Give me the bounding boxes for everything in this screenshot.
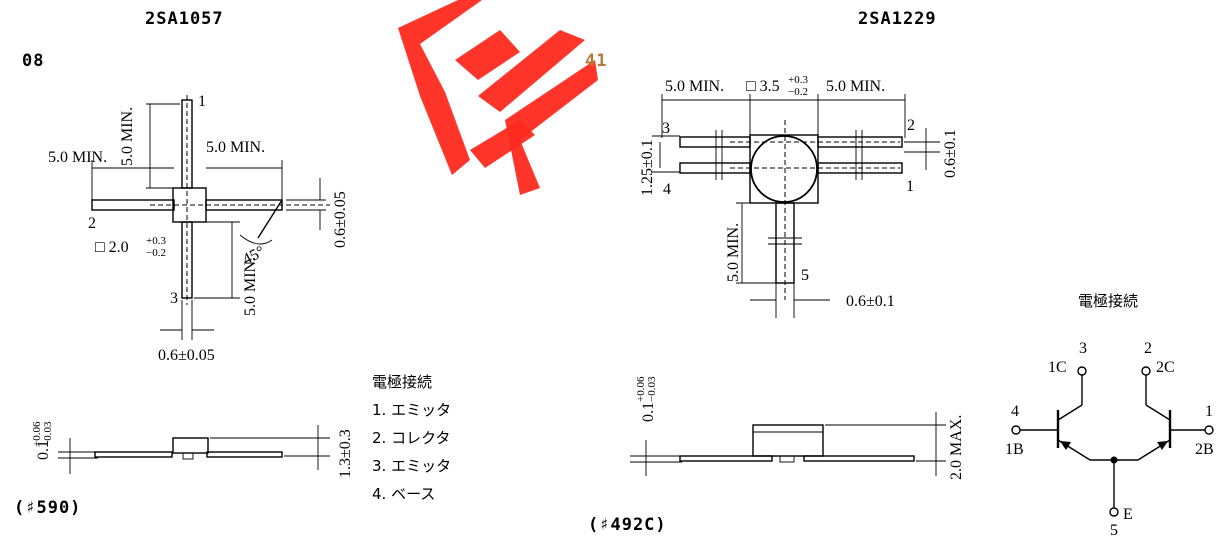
left-package-code: 08 [22,51,44,71]
right-dim-body-tol-minus: −0.2 [788,86,808,98]
right-dim-top-left-lead: 5.0 MIN. [665,78,724,95]
left-package-ref: (♯590) [14,498,81,518]
left-pin-1: 1 [198,93,206,110]
left-connection-4: 4. ベース [372,485,435,503]
pin2-terminal [1141,366,1151,376]
right-dim-top-right-lead: 5.0 MIN. [826,78,885,95]
right-dim-lead-width-bottom: 0.6±0.1 [846,293,895,310]
left-connection-list: 電極接続 1. エミッタ 2. コレクタ 3. エミッタ 4. ベース [372,373,451,503]
right-dim-lead-width-side: 0.6±0.1 [942,129,959,178]
left-side-thk-plus: +0.06 [31,421,43,447]
right-pin-2: 2 [907,117,915,134]
left-pin-2: 2 [88,215,96,232]
left-part-number: 2SA1057 [145,9,224,29]
left-side-thk-base: 0.1 [35,440,52,460]
left-dim-body-tol-plus: +0.3 [146,235,166,247]
right-dim-body-tol-plus: +0.3 [788,74,808,86]
left-connection-2: 2. コレクタ [372,429,450,447]
schematic-pin4-label: 1B [1005,441,1024,458]
left-dim-body-tol-minus: −0.2 [146,247,166,259]
pin3-terminal [1077,366,1087,376]
pin4-terminal [1011,425,1021,435]
right-pin-4: 4 [663,181,671,198]
left-dim-bottom-lead: 5.0 MIN. [242,257,259,316]
right-part-number: 2SA1229 [858,9,937,29]
schematic-pin4-num: 4 [1011,403,1019,420]
schematic-title: 電極接続 [1078,292,1138,310]
left-connection-1: 1. エミッタ [372,401,451,419]
left-side-view: 0.1 +0.06 −0.03 1.3±0.3 [31,421,354,478]
schematic-pin3-label: 1C [1048,359,1067,376]
left-dim-body-base: □ 2.0 [95,239,129,256]
right-dim-bottom-lead: 5.0 MIN. [725,223,742,282]
right-pin-5: 5 [801,267,809,284]
left-dim-top-lead: 5.0 MIN. [119,107,136,166]
left-side-height: 1.3±0.3 [337,429,354,478]
connection-schematic: 電極接続 3 1C 2 2C 4 1B 1 2B E 5 [1005,292,1214,538]
schematic-pin5-num: 5 [1110,522,1118,538]
right-pin-3: 3 [662,120,670,137]
right-top-view: 5.0 MIN. □ 3.5 +0.3 −0.2 5.0 MIN. [639,74,959,318]
left-dim-lead-width-bottom: 0.6±0.05 [158,347,215,364]
left-side-thk-minus: −0.03 [42,421,54,447]
schematic-pin3-num: 3 [1079,340,1087,357]
schematic-pin5-label: E [1123,506,1133,523]
watermark-stamp [398,0,598,195]
schematic-pin2-num: 2 [1144,340,1152,357]
left-dim-right-lead: 5.0 MIN. [206,139,265,156]
right-side-height: 2.0 MAX. [948,415,965,480]
right-pin-1: 1 [906,178,914,195]
right-side-view: 0.1 +0.06 −0.03 2.0 MAX. [630,376,965,480]
pin1-terminal [1204,425,1214,435]
pin5-terminal [1109,507,1119,517]
right-dim-pitch: 1.25±0.1 [639,139,656,196]
right-package-ref: (♯492C) [588,515,667,535]
left-connection-title: 電極接続 [372,373,432,391]
right-side-thk-minus: −0.03 [646,376,658,402]
left-dim-left-lead: 5.0 MIN. [48,149,107,166]
left-connection-3: 3. エミッタ [372,457,451,475]
right-package-code: 41 [585,51,607,71]
schematic-pin2-label: 2C [1156,359,1175,376]
left-dim-lead-width-right: 0.6±0.05 [332,191,349,248]
right-dim-body-base: □ 3.5 [746,78,780,95]
schematic-pin1-label: 2B [1195,441,1214,458]
right-side-thk-plus: +0.06 [635,376,647,402]
schematic-pin1-num: 1 [1205,403,1213,420]
left-top-view: 1 2 3 5.0 MIN. 5.0 MIN. 5.0 MIN. 0.6±0.0… [48,93,349,364]
right-side-thk-base: 0.1 [640,402,657,422]
left-pin-3: 3 [170,290,178,307]
